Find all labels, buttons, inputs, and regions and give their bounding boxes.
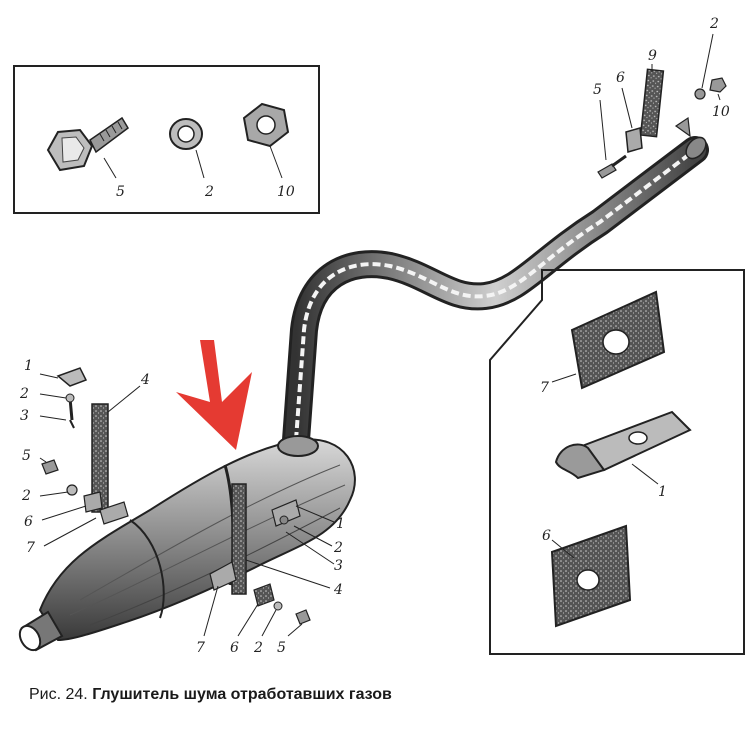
label-bottom-7: 7 [196,640,205,656]
label-inset-7: 7 [540,380,549,396]
label-left-1: 1 [24,358,33,374]
label-washer: 2 [204,184,214,200]
plate-6-inset-icon [550,524,632,628]
fasteners-inset: 5 2 10 [13,65,320,214]
label-right-1: 1 [336,516,345,532]
bolt-5-bottom-icon [295,609,311,625]
clip-1-icon [56,367,88,387]
label-bottom-6: 6 [230,640,239,656]
label-pipe-strap: 9 [648,48,657,64]
label-inset-6: 6 [542,528,551,544]
pipe-end-hardware: 2 5 6 9 10 [593,16,730,179]
plate-6-left-icon [83,491,103,513]
caption-prefix: Рис. 24. [29,686,88,703]
label-bottom-2: 2 [253,640,263,656]
plate-6-bottom-icon [253,583,275,607]
tail-pipe [18,610,64,652]
muffler-right-labels: 1 2 3 4 [245,505,345,598]
plate-7-icon [570,290,666,390]
nut-icon [242,102,290,148]
label-pipe-plate: 6 [616,70,625,86]
label-nut: 10 [277,184,295,200]
label-left-7: 7 [26,540,35,556]
highlight-arrow [176,340,252,450]
label-left-6: 6 [24,514,33,530]
strap-9-icon [639,68,665,138]
fasteners-inset-frame [13,65,320,214]
washer-2-bottom-icon [273,601,283,611]
label-left-4: 4 [140,372,150,388]
washer-2-icon [66,484,78,496]
nut-small-icon [709,77,727,93]
label-inset-1: 1 [658,484,667,500]
label-left-2a: 2 [19,386,29,402]
caption-title: Глушитель шума отработавших газов [92,686,392,703]
bracket-1-icon [554,410,692,480]
bolt-small-icon [597,154,627,179]
bottom-parts: 7 6 2 5 [196,583,311,656]
label-right-2: 2 [333,540,343,556]
left-bracket-assembly: 1 2 3 4 5 2 6 7 [19,358,150,556]
label-pipe-nut: 10 [712,104,730,120]
washer-icon [169,118,203,150]
figure-caption: Рис. 24. Глушитель шума отработавших газ… [29,686,392,704]
strap-right-icon [231,483,247,595]
label-right-3: 3 [334,558,343,574]
label-left-5: 5 [22,448,31,464]
exhaust-pipe [282,136,709,454]
label-right-4: 4 [333,582,343,598]
brackets-inset-frame [489,269,745,655]
label-bottom-5: 5 [277,640,286,656]
muffler-body [18,435,356,652]
plate-6-icon [625,127,643,153]
label-left-2b: 2 [21,488,31,504]
label-bolt: 5 [116,184,125,200]
bolt-5-icon [41,459,59,475]
label-pipe-washer: 2 [709,16,719,32]
washer-small-icon [694,88,706,100]
label-pipe-bolt: 5 [593,82,602,98]
brackets-inset: 7 1 6 [489,269,745,655]
bolt-icon [46,116,129,172]
pin-3-icon [69,419,75,429]
label-left-3: 3 [20,408,29,424]
